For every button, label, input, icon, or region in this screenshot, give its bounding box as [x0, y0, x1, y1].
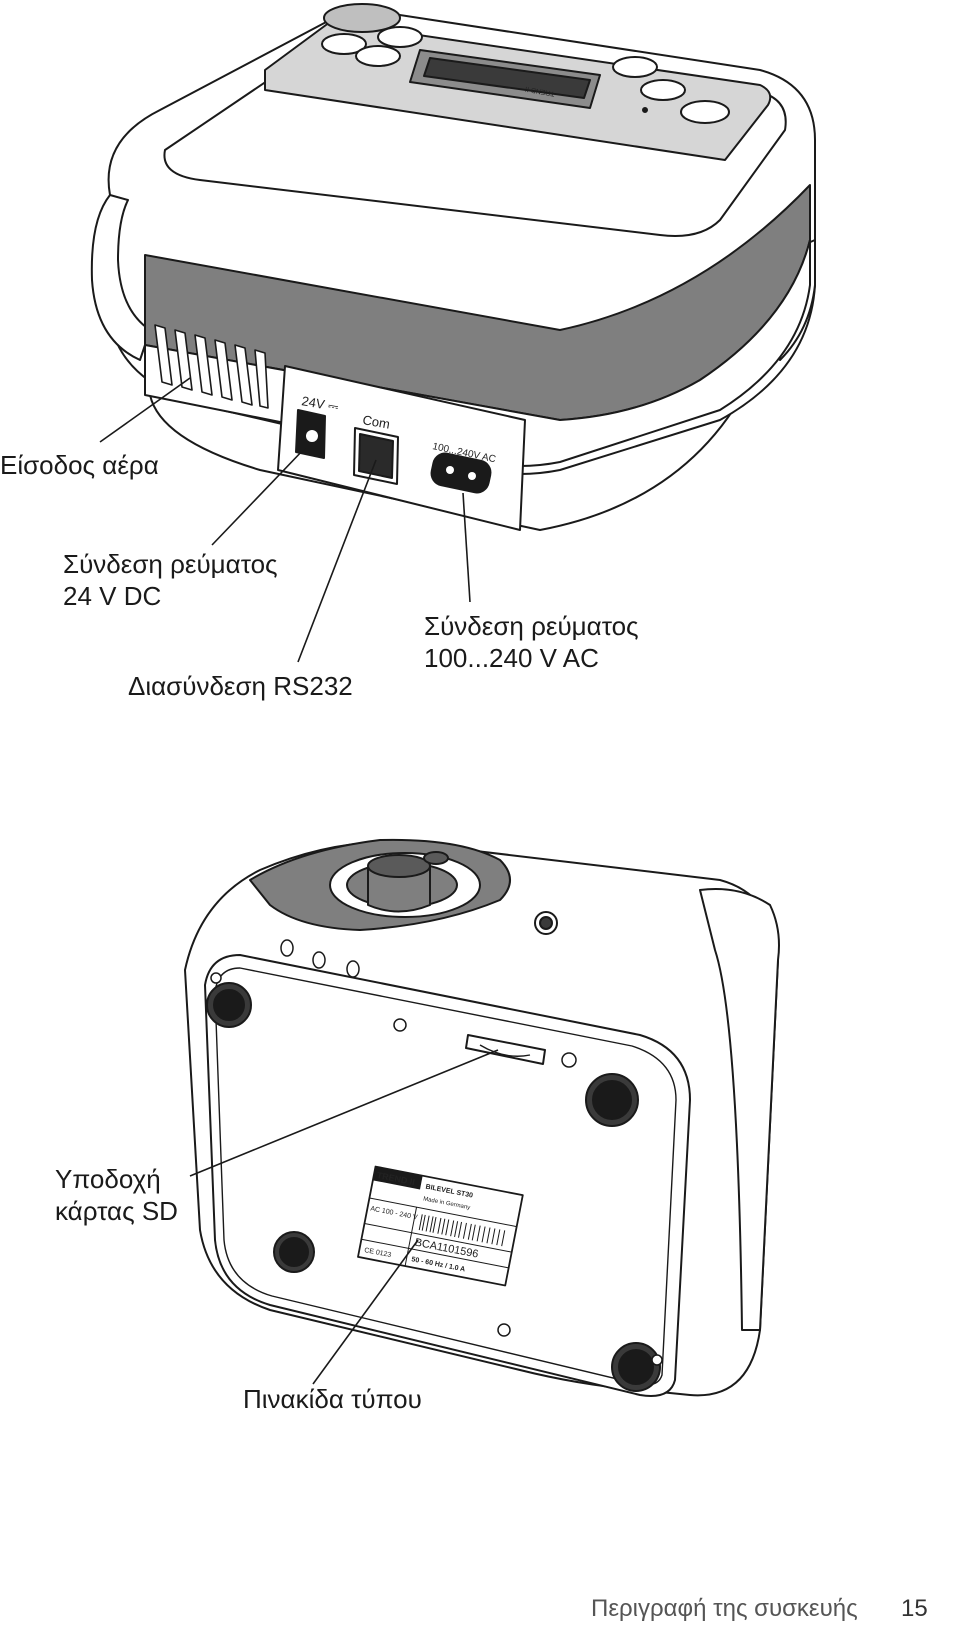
- callout-rs232: Διασύνδεση RS232: [128, 670, 353, 702]
- leader-lines-top: [99, 377, 471, 663]
- ac-socket: [430, 452, 492, 494]
- sd-card-slot: [465, 1034, 546, 1065]
- panel-button-menu: [640, 79, 686, 101]
- panel-button-left: [321, 33, 367, 55]
- device-bottom-view: TREND II BILEVEL ST30 Made in Germany AC…: [184, 838, 780, 1397]
- callout-ac-power: Σύνδεση ρεύματος 100...240 V AC: [424, 610, 639, 674]
- footer-section-title: Περιγραφή της συσκευής: [591, 1595, 858, 1622]
- callout-sd-slot-line1: Υποδοχή: [55, 1164, 161, 1194]
- callout-sd-slot-line2: κάρτας SD: [55, 1196, 178, 1226]
- air-inlet-vents: [154, 324, 269, 409]
- panel-button-down: [355, 45, 401, 67]
- callout-dc-power-line1: Σύνδεση ρεύματος: [63, 549, 278, 579]
- callout-sd-slot: Υποδοχή κάρτας SD: [55, 1163, 178, 1227]
- panel-button-up: [377, 26, 423, 48]
- air-outlet: [367, 864, 431, 913]
- type-plate: TREND II BILEVEL ST30 Made in Germany AC…: [357, 1165, 524, 1287]
- port-24v-label: 24V ⎓: [300, 393, 339, 414]
- panel-button-eject: [612, 56, 658, 78]
- callout-air-inlet: Είσοδος αέρα: [0, 449, 159, 481]
- callout-dc-power: Σύνδεση ρεύματος 24 V DC: [63, 548, 278, 612]
- callout-dc-power-line2: 24 V DC: [63, 581, 162, 611]
- leader-lines-bottom: [189, 1049, 499, 1385]
- device-rear-view: [90, 3, 816, 663]
- screw-holes: [210, 939, 663, 1366]
- callout-type-plate-text: Πινακίδα τύπου: [243, 1384, 422, 1414]
- footer-page-number: 15: [901, 1595, 928, 1622]
- port-com-label: Com: [361, 412, 391, 432]
- callout-rs232-text: Διασύνδεση RS232: [128, 671, 353, 701]
- callout-ac-power-line2: 100...240 V AC: [424, 643, 599, 673]
- callout-ac-power-line1: Σύνδεση ρεύματος: [424, 611, 639, 641]
- panel-button-onoff: [680, 100, 730, 124]
- top-power-button: [323, 3, 401, 33]
- callout-air-inlet-text: Είσοδος αέρα: [0, 450, 159, 480]
- callout-type-plate: Πινακίδα τύπου: [243, 1383, 422, 1415]
